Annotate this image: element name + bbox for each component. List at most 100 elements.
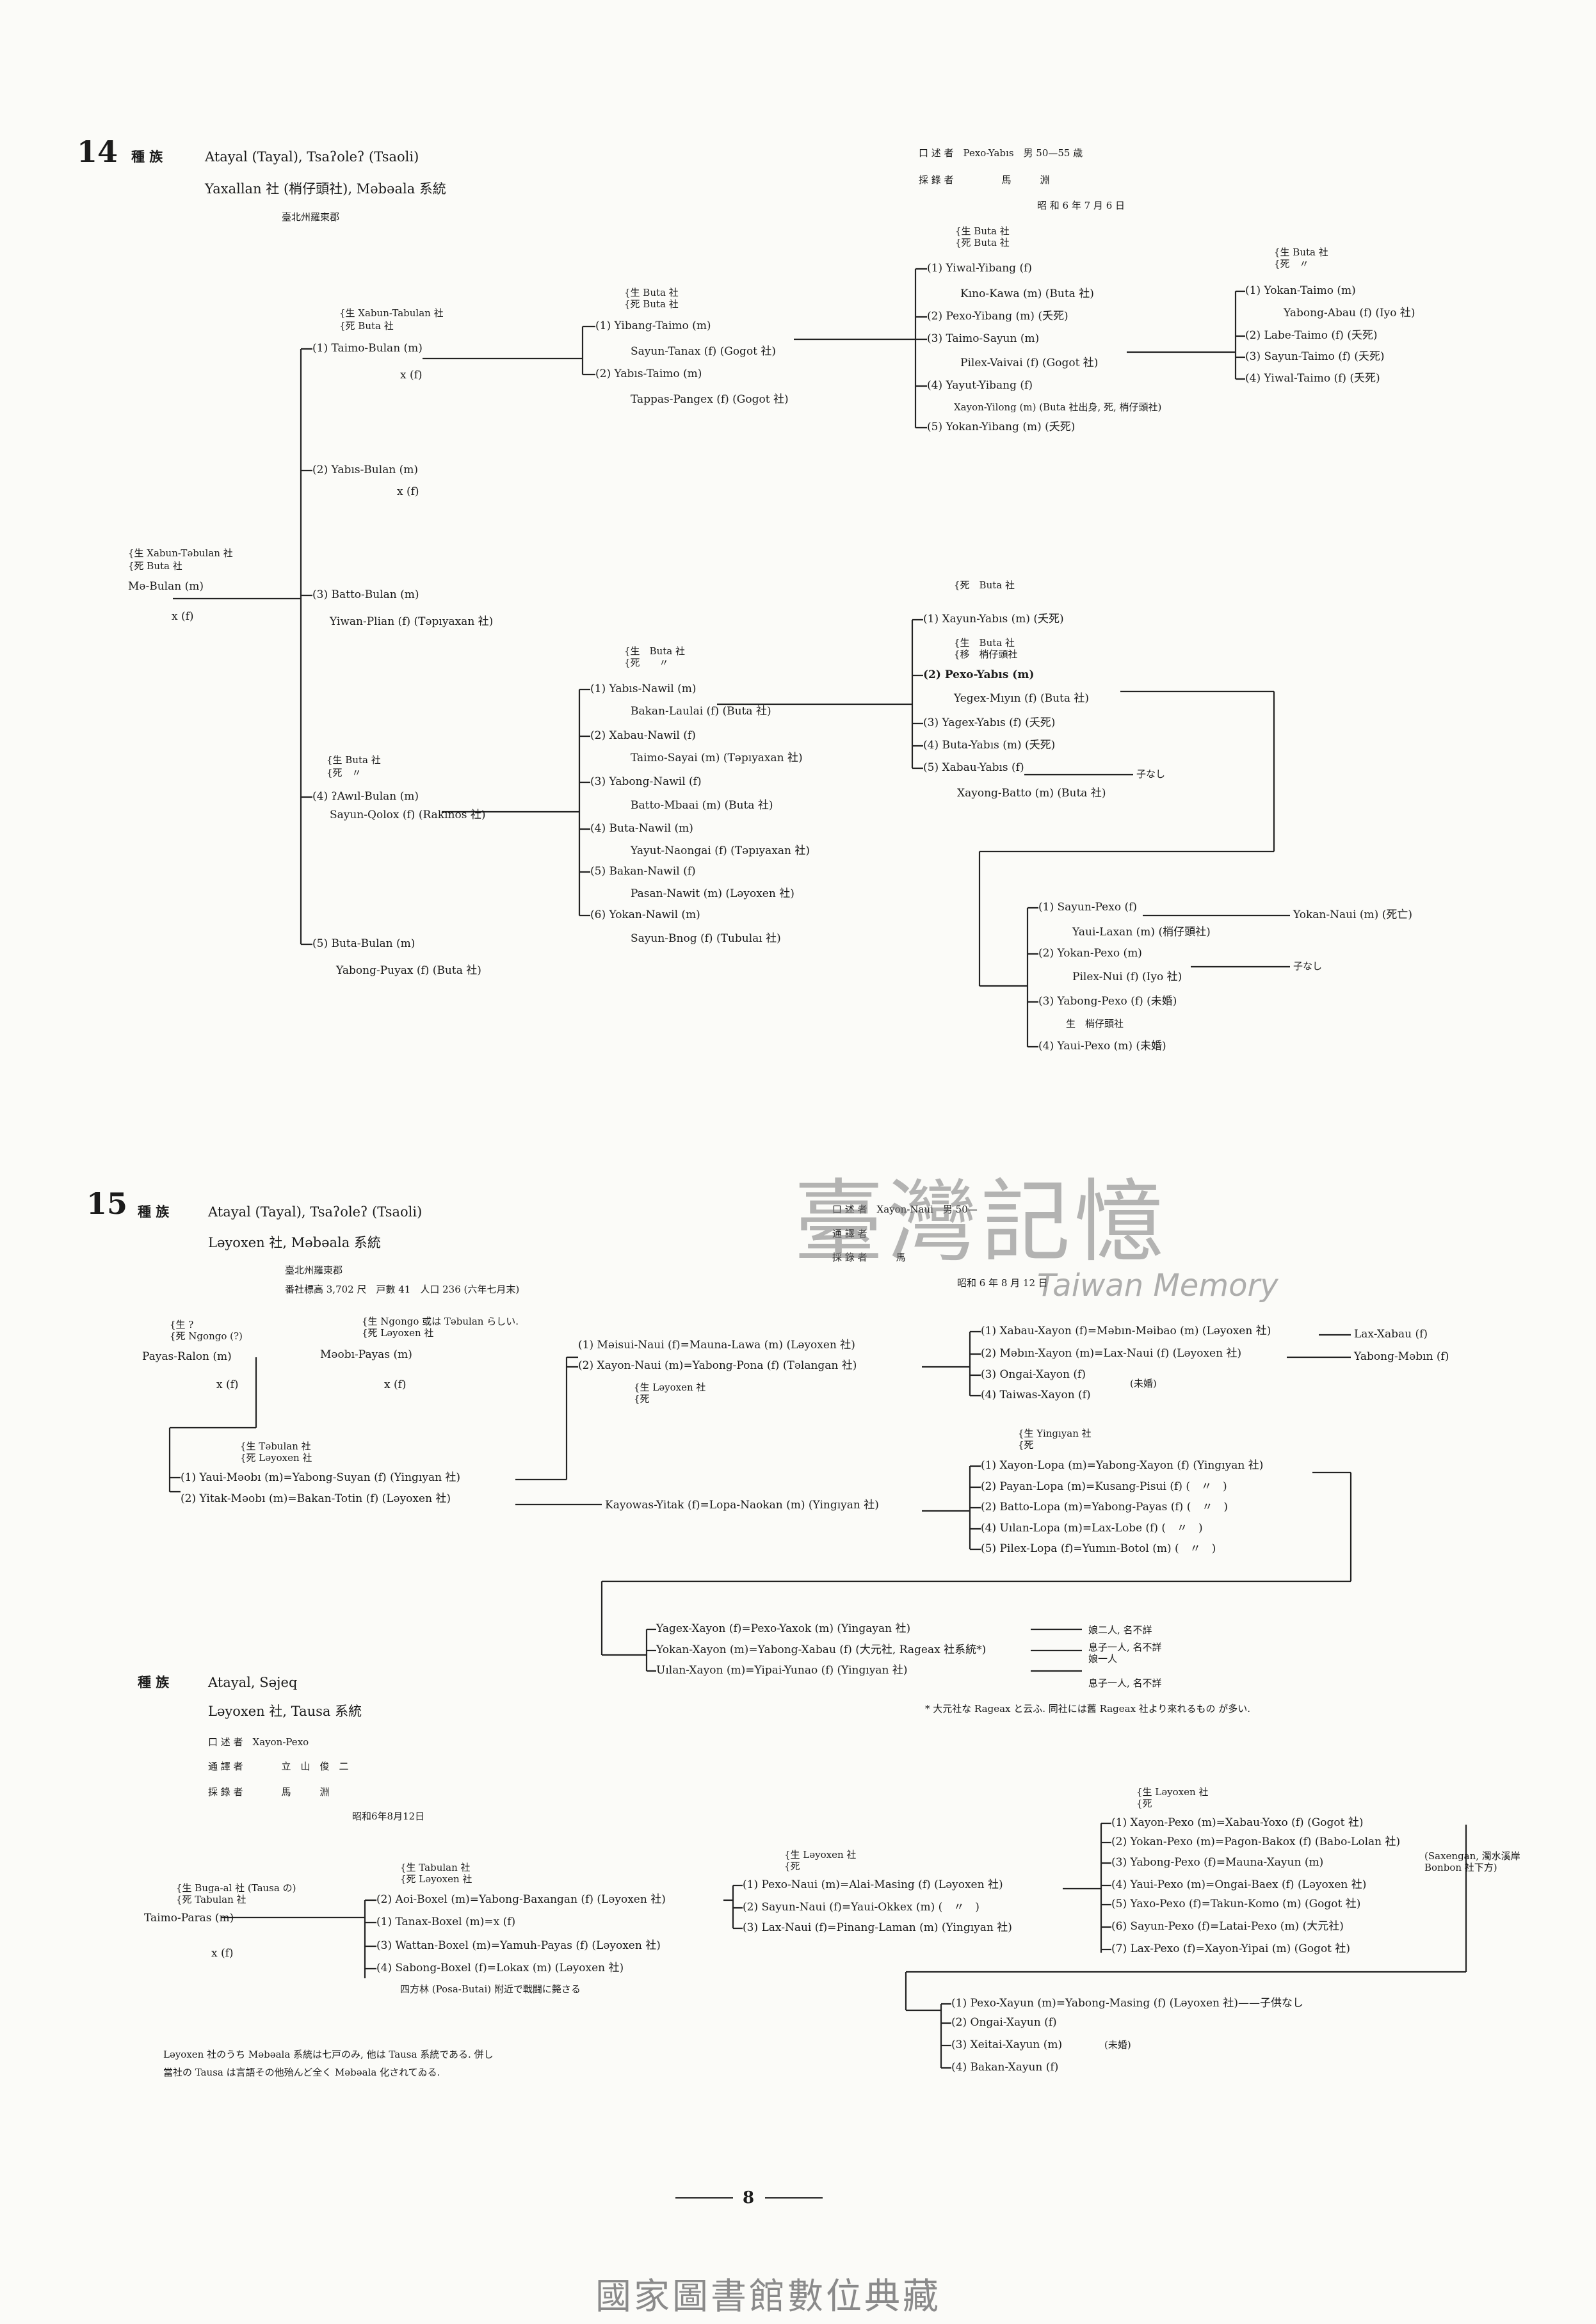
s14-founder: x (f) [172,610,194,623]
saijeq-gen1: 四方林 (Posa-Butai) 附近で戰闘に斃さる [400,1983,581,1995]
s14-gen1: Yiwan-Plian (f) (Təpıyaxan 社) [330,615,494,628]
saijeq-info: 口 述 者 Xayon-Pexo [208,1736,309,1748]
s14-info: 採 錄 者 馬 淵 [919,174,1050,186]
s14-gen3b: (4) Buta-Yabıs (m) (夭死) [923,739,1056,752]
s14-gen2a: Sayun-Tanax (f) (Gogot 社) [631,345,777,358]
s15-topnote: {生 ? [170,1319,194,1330]
s15-gen5: 息子一人, 名不詳 [1088,1677,1162,1689]
s14-gen2b: (6) Yokan-Nawil (m) [590,908,700,921]
saijeq-gen2: (3) Lax-Naui (f)=Pinang-Laman (m) (Yingı… [743,1921,1012,1934]
s15-gen4b: (2) Batto-Lopa (m)=Yabong-Payas (f) ( 〃 … [981,1501,1228,1513]
s14-founder: {死 Buta 社 [128,560,182,572]
saijeq-gen3: (1) Xayon-Pexo (m)=Xabau-Yoxo (f) (Gogot… [1111,1816,1364,1829]
s14-gen1: x (f) [397,485,419,498]
watermark-en: Taiwan Memory [1037,1268,1278,1303]
s14-gen4b: 子なし [1293,960,1323,972]
saijeq-gen3: (Saxengan, 濁水溪岸 [1424,1850,1520,1862]
saijeq-gen1: (1) Tanax-Boxel (m)=x (f) [376,1916,516,1928]
s14-gen1: Sayun-Qolox (f) (Rakınos 社) [330,809,486,821]
s14-gen3a: (4) Yayut-Yibang (f) [927,379,1033,392]
saijeq-gen4: (2) Ongai-Xayun (f) [951,2016,1057,2029]
s15-gen4a: (1) Xabau-Xayon (f)=Məbın-Məibao (m) (Lə… [981,1325,1271,1337]
saijeq-gen3: {生 Ləyoxen 社 [1136,1786,1209,1798]
s15-gen4a: Lax-Xabau (f) [1354,1328,1428,1341]
page-number-rule-right [765,2197,823,2199]
s14-gen1: x (f) [400,369,423,382]
s14-gen4a: {死 〃 [1274,258,1309,270]
saijeq-founder: x (f) [211,1947,234,1960]
library-footer: 國家圖書館數位典藏 [595,2276,941,2318]
s14-gen1: (1) Taimo-Bulan (m) [312,342,423,355]
saijeq-gen3: (7) Lax-Pexo (f)=Xayon-Yipai (m) (Gogot … [1111,1942,1351,1955]
s14-village: Yaxallan 社 (梢仔頭社), Məbəala 系統 [205,181,446,197]
s14-gen3b: 子なし [1136,768,1166,780]
s15-gen4a: (2) Məbın-Xayon (m)=Lax-Naui (f) (Ləyoxe… [981,1347,1242,1360]
s14-gen3a: Pilex-Vaivai (f) (Gogot 社) [960,357,1099,369]
saijeq-gen1: {死 Ləyoxen 社 [400,1873,472,1885]
s14-gen3a: (1) Yiwal-Yibang (f) [927,262,1033,275]
s15-gen4b: (2) Payan-Lopa (m)=Kusang-Pisui (f) ( 〃 … [981,1480,1227,1493]
saijeq-note: 當社の Tausa は言語その他殆んど全く Məbəala 化されてゐる. [163,2067,440,2078]
s14-gen4b: (4) Yaui-Pexo (m) (未婚) [1038,1040,1166,1053]
s15-gen4b: {死 [1018,1439,1034,1451]
s14-gen3b: Yegex-Mıyın (f) (Buta 社) [954,692,1090,705]
s15-gen5: Yagex-Xayon (f)=Pexo-Yaxok (m) (Yingayan… [656,1622,911,1635]
s15-topnote: {生 Ngongo 或は Təbulan らしい. [362,1316,519,1327]
s14-gen2b: Bakan-Laulai (f) (Buta 社) [631,705,771,718]
s15-gen4a: (3) Ongai-Xayon (f) [981,1368,1086,1381]
s14-gen3a: (5) Yokan-Yibang (m) (夭死) [927,421,1076,433]
s15-info: 昭和 6 年 8 月 12 日 [957,1277,1048,1289]
saijeq-founder: {死 Tabulan 社 [176,1894,246,1905]
saijeq-gen4: (1) Pexo-Xayun (m)=Yabong-Masing (f) (Lə… [951,1997,1304,2010]
saijeq-gen3: (5) Yaxo-Pexo (f)=Takun-Komo (m) (Gogot … [1111,1898,1361,1910]
saijeq-gen2: (2) Sayun-Naui (f)=Yaui-Okkex (m) ( 〃 ) [743,1901,979,1914]
saijeq-info: 通 譯 者 立 山 俊 二 [208,1761,349,1772]
s14-gen4a: (4) Yiwal-Taimo (f) (夭死) [1245,372,1380,385]
s15-kayowas: Kayowas-Yitak (f)=Lopa-Naokan (m) (Yingı… [605,1499,879,1512]
saijeq-zoku-label: 種 族 [138,1674,170,1690]
s14-note1: {死 Buta 社 [339,320,394,332]
s14-gen2b: Batto-Mbaai (m) (Buta 社) [631,799,773,812]
s14-gen4b: Yokan-Naui (m) (死亡) [1293,908,1412,921]
s14-gen2b: (4) Buta-Nawil (m) [590,822,693,835]
s14-gen1: (4) ʔAwıl-Bulan (m) [312,790,419,803]
s14-gen2b: (1) Yabıs-Nawil (m) [590,682,697,695]
saijeq-info: 昭和6年8月12日 [352,1811,425,1822]
s15-info: 通 譯 者 [832,1228,925,1239]
s15-topnote: {死 Ngongo (?) [170,1330,243,1342]
section-number-14: 14 [77,134,118,169]
s15-gen5: 娘二人, 名不詳 [1088,1624,1152,1636]
s14-gen2a: {生 Buta 社 [624,287,679,298]
s15-gen5: Uılan-Xayon (m)=Yipai-Yunao (f) (Yingıya… [656,1664,908,1677]
s15-gen4a: Yabong-Məbın (f) [1354,1350,1449,1363]
s14-gen3b: (5) Xabau-Yabıs (f) [923,761,1024,774]
s14-gen2a: {死 Buta 社 [624,298,679,310]
s14-gen2b: {生 Buta 社 [624,645,685,657]
s15-gen5: 娘一人 [1088,1653,1118,1665]
saijeq-gen1: (3) Wattan-Boxel (m)=Yamuh-Payas (f) (Lə… [376,1939,661,1952]
s15-topnote: {死 Ləyoxen 社 [362,1327,434,1339]
s14-gen2b: (5) Bakan-Nawil (f) [590,865,696,878]
s14-note1: {生 Xabun-Tabulan 社 [339,307,444,319]
s14-gen4b: Yaui-Laxan (m) (梢仔頭社) [1072,926,1211,939]
s15-gen3a: (2) Xayon-Naui (m)=Yabong-Pona (f) (Təla… [578,1359,857,1372]
s14-gen2b: Sayun-Bnog (f) (Tubulaı 社) [631,932,781,945]
s14-gen4a: (1) Yokan-Taimo (m) [1245,284,1356,297]
s14-info: 口 述 者 Pexo-Yabıs 男 50—55 歳 [919,147,1083,159]
s14-gen4a: Yabong-Abau (f) (Iyo 社) [1284,307,1415,319]
s14-gen3a: (2) Pexo-Yibang (m) (夭死) [927,310,1068,323]
s14-gen3a: Xayon-Yilong (m) (Buta 社出身, 死, 梢仔頭社) [954,401,1162,413]
saijeq-gen2: (1) Pexo-Naui (m)=Alai-Masing (f) (Ləyox… [743,1878,1003,1891]
page-number-rule-left [675,2197,733,2199]
s14-gen2b: (2) Xabau-Nawil (f) [590,729,696,742]
saijeq-gen4: (4) Bakan-Xayun (f) [951,2061,1059,2074]
s14-gen2b: Taimo-Sayai (m) (Təpıyaxan 社) [631,752,803,764]
s15-footnote: * 大元社な Rageax と云ふ. 同社には舊 Rageax 社より來れるもの… [925,1703,1251,1715]
s14-gen3b: (1) Xayun-Yabıs (m) (夭死) [923,613,1064,625]
s14-region: 臺北州羅東郡 [282,211,340,223]
s15-gen3a: (1) Məisui-Naui (f)=Mauna-Lawa (m) (Ləyo… [578,1339,855,1352]
s15-gen2: (1) Yaui-Məobı (m)=Yabong-Suyan (f) (Yin… [181,1471,461,1484]
s15-ethnic: Atayal (Tayal), Tsaʔoleʔ (Tsaoli) [208,1204,423,1220]
saijeq-gen2: {生 Ləyoxen 社 [784,1849,857,1860]
